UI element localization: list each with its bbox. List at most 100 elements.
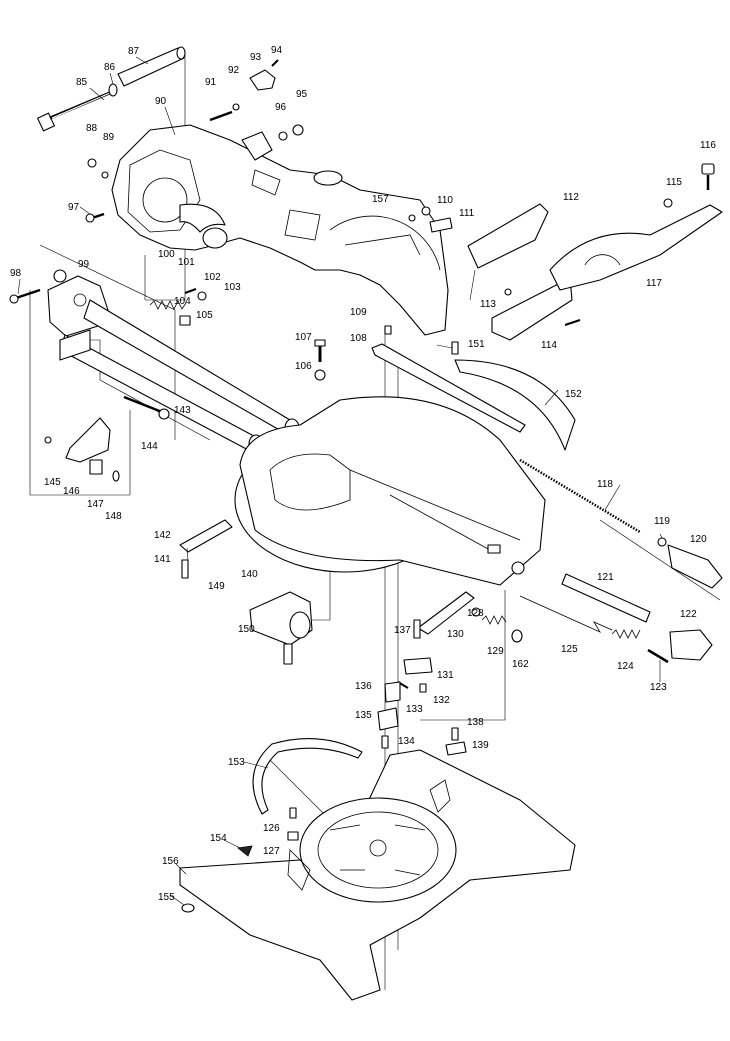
label-121: 121 <box>597 572 614 583</box>
label-113: 113 <box>480 299 496 310</box>
part-141 <box>181 559 189 579</box>
part-101 <box>202 227 228 249</box>
label-129: 129 <box>487 646 504 657</box>
part-114 <box>564 319 581 326</box>
part-109 <box>384 325 392 335</box>
part-104-spring <box>149 300 187 310</box>
label-106: 106 <box>295 361 312 372</box>
label-123: 123 <box>650 682 667 693</box>
label-102: 102 <box>204 272 221 283</box>
label-131: 131 <box>437 670 454 681</box>
label-140: 140 <box>241 569 258 580</box>
label-141: 141 <box>154 554 171 565</box>
label-122: 122 <box>680 609 697 620</box>
part-88 <box>87 158 97 168</box>
label-151: 151 <box>468 339 485 350</box>
label-124: 124 <box>617 661 634 672</box>
label-85: 85 <box>76 77 88 88</box>
label-107: 107 <box>295 332 312 343</box>
part-131 <box>403 657 433 675</box>
label-95: 95 <box>296 89 308 100</box>
label-150: 150 <box>238 624 255 635</box>
part-96 <box>278 131 288 141</box>
part-147 <box>89 459 103 475</box>
label-92: 92 <box>228 65 240 76</box>
part-128 <box>471 607 481 617</box>
label-138: 138 <box>467 717 484 728</box>
label-97: 97 <box>68 202 80 213</box>
label-100: 100 <box>158 249 175 260</box>
label-154: 154 <box>210 833 227 844</box>
label-98: 98 <box>10 268 22 279</box>
label-162: 162 <box>512 659 529 670</box>
label-105: 105 <box>196 310 213 321</box>
part-117 <box>549 204 723 291</box>
label-128: 128 <box>467 608 484 619</box>
label-145: 145 <box>44 477 61 488</box>
part-98-screw <box>15 288 41 300</box>
label-146: 146 <box>63 486 80 497</box>
part-116 <box>701 163 715 175</box>
part-142 <box>179 519 233 553</box>
label-96: 96 <box>275 102 287 113</box>
label-87: 87 <box>128 46 140 57</box>
part-148 <box>112 470 120 482</box>
part-85-bolt <box>37 90 113 132</box>
label-120: 120 <box>690 534 707 545</box>
part-122 <box>669 629 713 661</box>
label-112: 112 <box>563 192 579 203</box>
label-130: 130 <box>447 629 464 640</box>
part-118-rod <box>519 458 641 534</box>
part-153 <box>252 738 363 815</box>
label-114: 114 <box>541 340 557 351</box>
part-87-sleeve <box>117 47 185 87</box>
part-99 <box>53 269 67 283</box>
part-106 <box>314 369 326 381</box>
part-119 <box>657 537 667 547</box>
part-151 <box>451 341 459 355</box>
label-116: 116 <box>700 140 716 151</box>
label-110: 110 <box>437 195 453 206</box>
part-145 <box>44 436 52 444</box>
part-152 <box>454 359 576 451</box>
part-108 <box>371 343 526 433</box>
label-156: 156 <box>162 856 179 867</box>
part-138 <box>451 727 459 741</box>
label-101: 101 <box>178 257 195 268</box>
label-111: 111 <box>459 208 475 219</box>
label-143: 143 <box>174 405 191 416</box>
label-125: 125 <box>561 644 578 655</box>
label-152: 152 <box>565 389 582 400</box>
label-147: 147 <box>87 499 104 510</box>
label-108: 108 <box>350 333 367 344</box>
label-119: 119 <box>654 516 670 527</box>
part-139 <box>445 741 467 756</box>
part-162 <box>511 629 523 643</box>
label-142: 142 <box>154 530 171 541</box>
label-91: 91 <box>205 77 217 88</box>
label-139: 139 <box>472 740 489 751</box>
label-155: 155 <box>158 892 175 903</box>
label-148: 148 <box>105 511 122 522</box>
label-86: 86 <box>104 62 116 73</box>
part-125-rod <box>519 595 613 633</box>
label-90: 90 <box>155 96 167 107</box>
label-134: 134 <box>398 736 415 747</box>
label-137: 137 <box>394 625 411 636</box>
part-112 <box>467 203 549 269</box>
label-99: 99 <box>78 259 90 270</box>
label-127: 127 <box>263 846 280 857</box>
part-111 <box>429 217 453 233</box>
part-89 <box>101 171 109 179</box>
part-124-spring <box>611 629 641 639</box>
part-155 <box>181 903 195 913</box>
label-132: 132 <box>433 695 450 706</box>
part-126 <box>289 807 297 819</box>
part-103 <box>197 291 207 301</box>
part-120-knob <box>667 544 723 589</box>
label-149: 149 <box>208 581 225 592</box>
part-115 <box>663 198 673 208</box>
part-157 <box>408 214 416 222</box>
label-157: 157 <box>372 194 389 205</box>
